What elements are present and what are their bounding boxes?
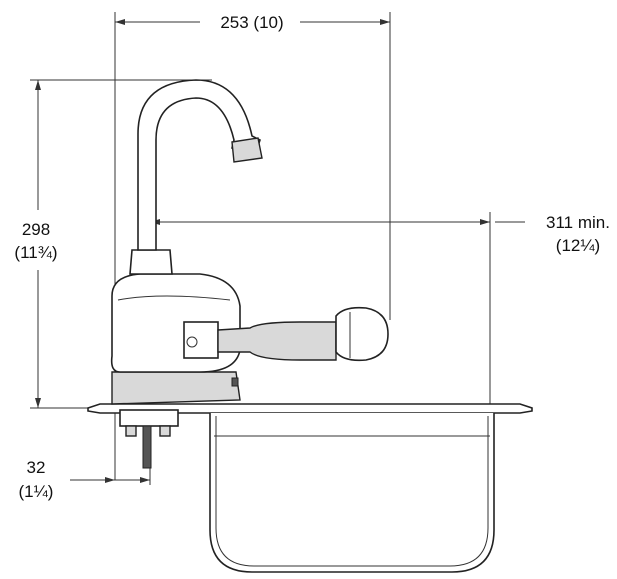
reach-dimension: 311 min. (12¼) bbox=[150, 212, 610, 408]
lever-tip bbox=[335, 306, 389, 362]
housing-contour bbox=[117, 295, 231, 301]
lever-handle bbox=[217, 321, 337, 361]
sink bbox=[87, 403, 533, 573]
shank-fitting-left bbox=[125, 425, 137, 437]
height-label: 298 bbox=[22, 220, 50, 239]
faucet-base bbox=[111, 371, 241, 405]
offset-arrow-right bbox=[140, 477, 150, 483]
offset-label: 32 bbox=[27, 458, 46, 477]
offset-arrow-left bbox=[105, 477, 115, 483]
height-dimension: 298 (11¾) bbox=[14, 79, 212, 409]
valve-screw bbox=[186, 336, 198, 348]
faucet-shank bbox=[119, 409, 179, 469]
supply-line bbox=[142, 425, 152, 469]
faucet-housing bbox=[110, 273, 241, 373]
spout-aerator bbox=[231, 137, 263, 163]
valve-collar bbox=[183, 321, 219, 359]
reach-label: 311 min. bbox=[546, 213, 610, 232]
offset-label-inch: (1¼) bbox=[19, 482, 54, 501]
reach-arrow-right bbox=[480, 219, 490, 225]
reach-label-inch: (12¼) bbox=[556, 236, 600, 255]
height-label-inch: (11¾) bbox=[14, 243, 57, 262]
height-arrow-bottom bbox=[35, 398, 41, 408]
sink-bowl bbox=[209, 413, 495, 573]
sink-bowl-inner bbox=[215, 416, 489, 567]
faucet-top-cap bbox=[129, 249, 173, 275]
width-arrow-left bbox=[115, 19, 125, 25]
shank-nut bbox=[119, 409, 179, 427]
height-arrow-top bbox=[35, 80, 41, 90]
gooseneck-spout bbox=[137, 79, 263, 251]
shank-fitting-right bbox=[159, 425, 171, 437]
sink-rim bbox=[87, 403, 533, 414]
width-label: 253 (10) bbox=[220, 13, 283, 32]
faucet-body bbox=[110, 249, 389, 405]
spout-tube bbox=[137, 79, 261, 251]
width-arrow-right bbox=[380, 19, 390, 25]
base-set-screw bbox=[231, 377, 239, 387]
